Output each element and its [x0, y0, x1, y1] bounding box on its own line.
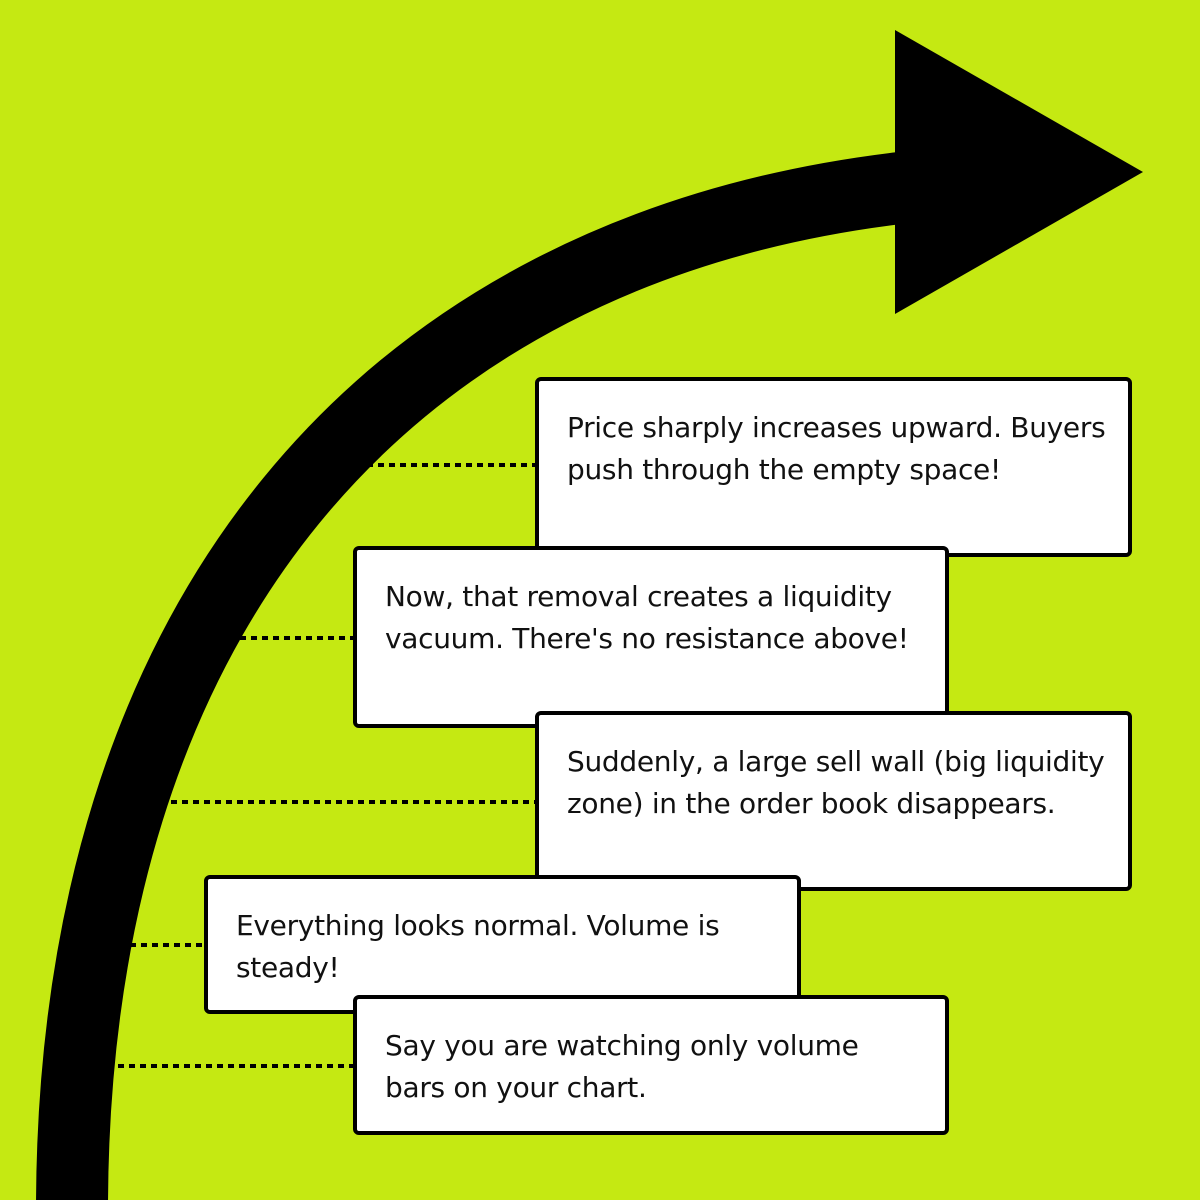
step-text: Price sharply increases upward. Buyers p… — [567, 411, 1106, 486]
arrow-head — [895, 30, 1143, 314]
step-box-2: Everything looks normal. Volume is stead… — [204, 875, 801, 1014]
step-text: Now, that removal creates a liquidity va… — [385, 580, 909, 655]
step-box-5: Price sharply increases upward. Buyers p… — [535, 377, 1132, 557]
step-text: Say you are watching only volume bars on… — [385, 1029, 859, 1104]
step-box-4: Now, that removal creates a liquidity va… — [353, 546, 949, 728]
step-text: Suddenly, a large sell wall (big liquidi… — [567, 745, 1105, 820]
step-text: Everything looks normal. Volume is stead… — [236, 909, 720, 984]
arrow-shaft — [36, 152, 905, 1200]
step-box-1: Say you are watching only volume bars on… — [353, 995, 949, 1135]
step-box-3: Suddenly, a large sell wall (big liquidi… — [535, 711, 1132, 891]
